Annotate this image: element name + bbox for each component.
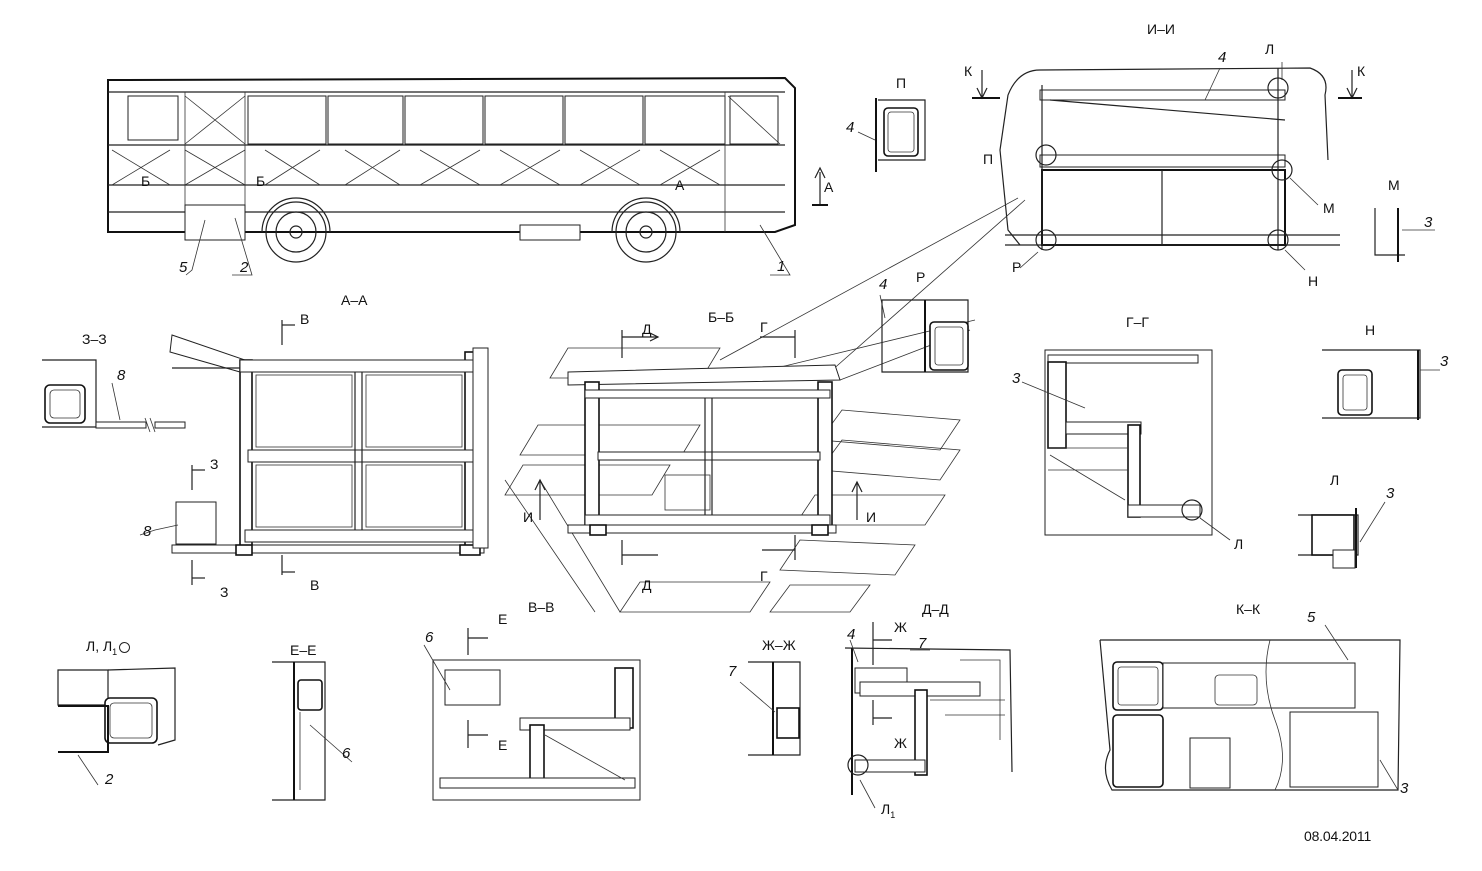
part-number-6-vv: 6 <box>425 629 434 646</box>
section-zhzh <box>739 661 801 756</box>
section-zz <box>42 359 186 433</box>
section-title-bb: Б–Б <box>708 309 735 325</box>
marker-g-bottom: Г <box>760 568 768 584</box>
section-title-kk: К–К <box>1236 601 1261 617</box>
detail-m <box>1374 208 1435 262</box>
marker-b-right: Б <box>256 173 266 189</box>
section-title-dd: Д–Д <box>922 601 949 617</box>
part-number-4-r: 4 <box>879 276 888 293</box>
detail-n <box>1322 349 1440 420</box>
part-number-7-zhzh: 7 <box>728 663 737 680</box>
marker-a-bus: А <box>675 177 685 193</box>
section-vv <box>423 628 641 801</box>
marker-k-right: К <box>1357 63 1366 79</box>
marker-b-left: Б <box>141 173 151 189</box>
section-dd <box>844 622 1013 809</box>
detail-r <box>879 294 969 373</box>
marker-l1-dd: Л1 <box>881 801 896 820</box>
marker-e-bottom: Е <box>498 737 508 753</box>
section-kk <box>1099 624 1401 791</box>
marker-k-left: К <box>964 63 973 79</box>
detail-title-m: М <box>1388 177 1400 193</box>
section-title-zhzh: Ж–Ж <box>762 637 796 653</box>
section-ii <box>972 62 1362 271</box>
part-number-5-kk: 5 <box>1307 609 1316 626</box>
detail-title-n: Н <box>1365 322 1376 338</box>
part-number-4-ii: 4 <box>1218 49 1227 66</box>
part-number-7-dd: 7 <box>918 635 927 652</box>
marker-z-top: З <box>210 456 219 472</box>
section-title-ee: Е–Е <box>290 642 317 658</box>
part-number-1: 1 <box>777 258 786 275</box>
part-number-4-p: 4 <box>846 119 855 136</box>
section-title-ii: И–И <box>1147 21 1175 37</box>
part-number-3-kk: 3 <box>1400 780 1409 797</box>
drawing-date: 08.04.2011 <box>1304 828 1372 844</box>
marker-v-top: В <box>300 311 310 327</box>
marker-g-top: Г <box>760 319 768 335</box>
part-number-3-m: 3 <box>1424 214 1433 231</box>
marker-n-ii: Н <box>1308 273 1319 289</box>
section-bb <box>504 197 1026 613</box>
marker-d-top: Д <box>642 321 652 337</box>
part-number-8-aa: 8 <box>143 523 152 540</box>
marker-e-top: Е <box>498 611 508 627</box>
marker-z-bottom: З <box>220 584 229 600</box>
marker-v-bottom: В <box>310 577 320 593</box>
marker-l-ii: Л <box>1265 41 1275 57</box>
part-number-3-n: 3 <box>1440 353 1449 370</box>
section-aa <box>139 320 489 585</box>
marker-l-gg: Л <box>1234 536 1244 552</box>
section-ee <box>272 661 353 801</box>
detail-l <box>1298 501 1386 569</box>
section-title-aa: А–А <box>341 292 368 308</box>
marker-m-ii: М <box>1323 200 1335 216</box>
part-number-8-zz: 8 <box>117 367 126 384</box>
part-number-2-bus: 2 <box>240 259 249 276</box>
marker-p-ii: П <box>983 151 994 167</box>
marker-i-left: И <box>523 509 534 525</box>
detail-title-l: Л <box>1330 472 1340 488</box>
marker-d-bottom: Д <box>642 577 652 593</box>
detail-title-r: Р <box>916 269 926 285</box>
part-number-5-bus: 5 <box>179 259 188 276</box>
section-title-zz: З–З <box>82 331 107 347</box>
marker-a-arrow: А <box>824 179 834 195</box>
part-number-2-detail: 2 <box>105 771 114 788</box>
marker-i-right: И <box>866 509 877 525</box>
part-number-4-dd: 4 <box>847 626 856 643</box>
detail-p <box>857 98 926 172</box>
part-number-3-gg: 3 <box>1012 370 1021 387</box>
bus-side-view <box>107 76 828 276</box>
section-gg <box>1021 349 1231 541</box>
part-number-6-ee: 6 <box>342 745 351 762</box>
detail-title-p: П <box>896 75 907 91</box>
detail-title-l-l1: Л, Л1 <box>86 639 131 657</box>
marker-r-ii: Р <box>1012 259 1022 275</box>
section-title-vv: В–В <box>528 599 555 615</box>
circle-symbol-icon <box>119 641 131 653</box>
marker-zh-bottom: Ж <box>894 735 907 751</box>
part-number-3-l: 3 <box>1386 485 1395 502</box>
marker-zh-top: Ж <box>894 619 907 635</box>
detail-l-l1 <box>57 667 176 786</box>
section-title-gg: Г–Г <box>1126 314 1149 330</box>
